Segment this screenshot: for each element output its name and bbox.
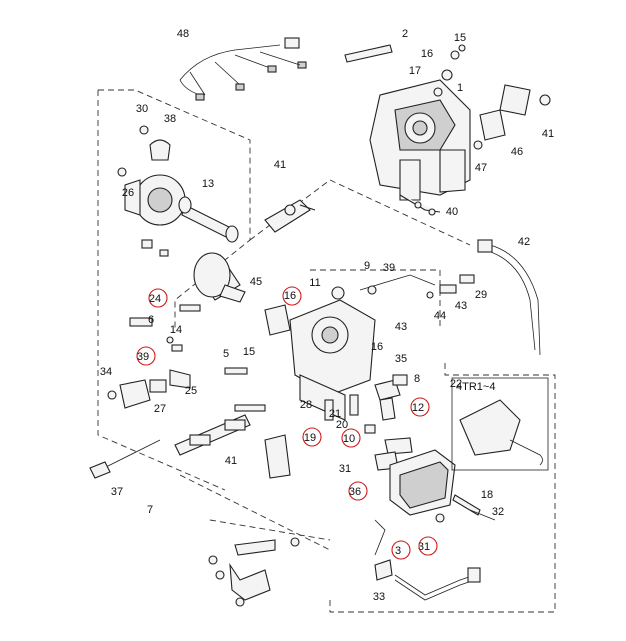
drain-hose bbox=[374, 519, 481, 601]
part-label: 41 bbox=[225, 455, 237, 467]
part-label: 40 bbox=[446, 206, 458, 218]
part-label: 44 bbox=[434, 310, 446, 322]
part-label: 33 bbox=[373, 591, 385, 603]
part-label: 20 bbox=[336, 419, 348, 431]
part-label: 5 bbox=[223, 348, 229, 360]
part-label: 43 bbox=[455, 300, 467, 312]
inset-variant-box: 4TR1~4 bbox=[451, 377, 549, 471]
part-label: 28 bbox=[300, 399, 312, 411]
part-label: 8 bbox=[414, 373, 420, 385]
part-label: 26 bbox=[122, 187, 134, 199]
part-label: 41 bbox=[274, 159, 286, 171]
part-label: 43 bbox=[395, 321, 407, 333]
highlight-circle bbox=[348, 481, 368, 501]
part-label: 47 bbox=[475, 162, 487, 174]
right-side-parts bbox=[324, 239, 541, 471]
highlight-circle bbox=[148, 288, 168, 308]
part-label: 45 bbox=[250, 276, 262, 288]
part-label: 48 bbox=[177, 28, 189, 40]
part-label: 15 bbox=[243, 346, 255, 358]
part-label: 10 bbox=[343, 433, 355, 445]
part-label: 16 bbox=[371, 341, 383, 353]
part-label: 31 bbox=[418, 541, 430, 553]
part-label: 12 bbox=[412, 402, 424, 414]
highlight-circle bbox=[391, 540, 411, 560]
part-label: 27 bbox=[154, 403, 166, 415]
part-label: 4 bbox=[0, 0, 3, 3]
part-label: 3 bbox=[395, 545, 401, 557]
diaphragm-cover bbox=[193, 252, 246, 303]
part-label: 22 bbox=[450, 378, 462, 390]
part-label: 30 bbox=[136, 103, 148, 115]
carburetor-main-body bbox=[264, 286, 376, 421]
part-label: 16 bbox=[421, 48, 433, 60]
highlight-circle bbox=[302, 427, 322, 447]
part-label: 46 bbox=[511, 146, 523, 158]
part-label: 25 bbox=[185, 385, 197, 397]
bracket-upper bbox=[264, 199, 316, 233]
highlight-circle bbox=[418, 536, 438, 556]
part-label: 9 bbox=[364, 260, 370, 272]
part-label: 32 bbox=[492, 506, 504, 518]
part-label: 31 bbox=[339, 463, 351, 475]
carburetor-assembly-top bbox=[344, 44, 551, 216]
part-label: 19 bbox=[304, 432, 316, 444]
part-label: 11 bbox=[309, 277, 320, 289]
part-label: 38 bbox=[164, 113, 176, 125]
float-chamber-cover bbox=[389, 449, 496, 523]
part-label: 41 bbox=[542, 128, 554, 140]
part-label: 2 bbox=[402, 28, 408, 40]
highlight-circle bbox=[136, 346, 156, 366]
part-label: 39 bbox=[383, 262, 395, 274]
part-label: 17 bbox=[409, 65, 421, 77]
part-label: 42 bbox=[518, 236, 530, 248]
part-label: 29 bbox=[475, 289, 487, 301]
part-label: 16 bbox=[284, 290, 296, 302]
part-label: 13 bbox=[202, 178, 214, 190]
part-label: 6 bbox=[148, 314, 154, 326]
wire-harness bbox=[179, 37, 307, 101]
small-parts-left bbox=[107, 239, 266, 412]
throttle-shaft bbox=[89, 414, 291, 479]
part-label: 34 bbox=[100, 366, 112, 378]
highlight-circle bbox=[282, 286, 302, 306]
variant-label: 4TR1~4 bbox=[456, 381, 495, 393]
sensor-assembly-left bbox=[117, 125, 239, 243]
part-label: 18 bbox=[481, 489, 493, 501]
highlight-circle bbox=[410, 397, 430, 417]
part-label: 24 bbox=[149, 293, 161, 305]
part-label: 36 bbox=[349, 486, 361, 498]
part-label: 37 bbox=[111, 486, 123, 498]
part-label: 1 bbox=[457, 82, 463, 94]
highlight-circle bbox=[341, 428, 361, 448]
part-label: 21 bbox=[329, 408, 341, 420]
part-label: 7 bbox=[147, 504, 153, 516]
part-label: 35 bbox=[395, 353, 407, 365]
part-label: 39 bbox=[137, 351, 149, 363]
part-label: 14 bbox=[170, 324, 182, 336]
part-label: 15 bbox=[454, 32, 466, 44]
bottom-bracket bbox=[208, 537, 300, 607]
